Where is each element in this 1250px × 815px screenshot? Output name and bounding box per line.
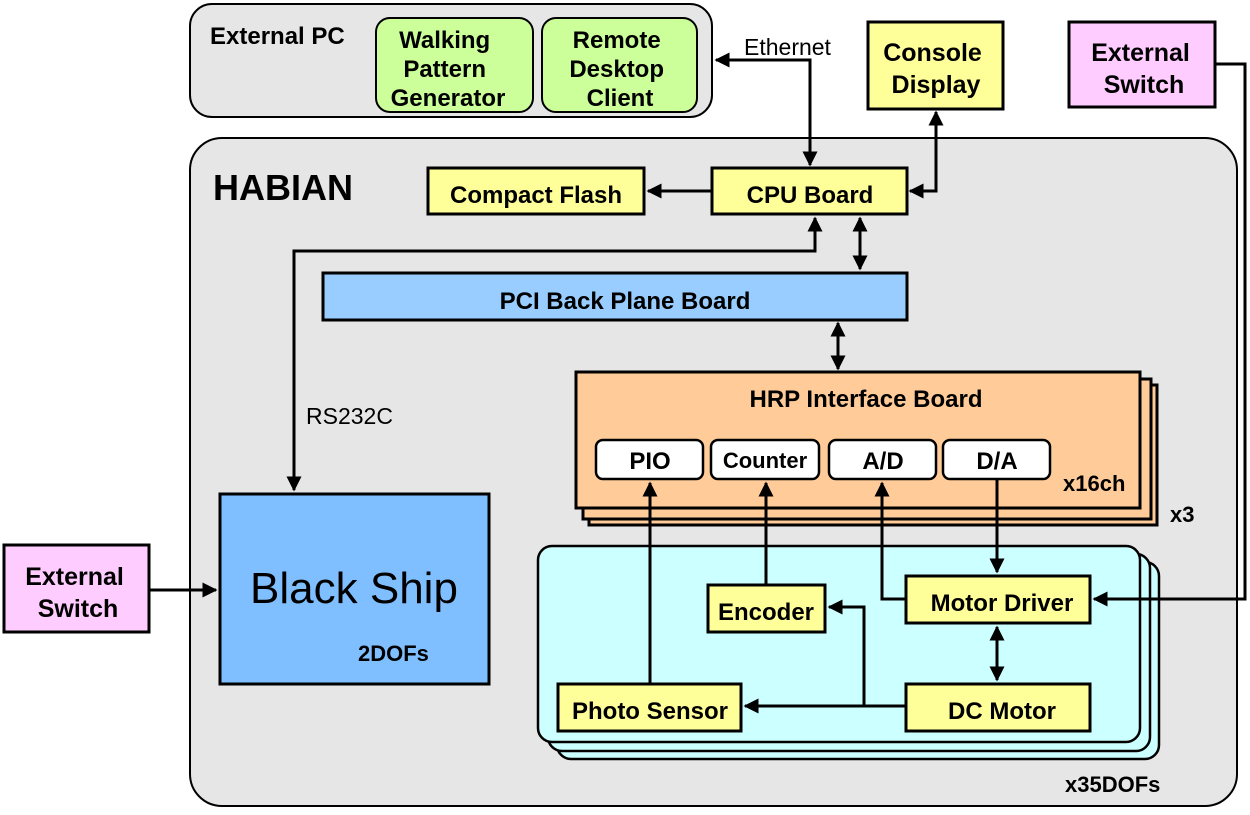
console-display-label: Console Display xyxy=(883,39,989,99)
dc-motor-box xyxy=(904,682,1092,733)
external-pc-label: External PC xyxy=(210,23,345,50)
external-switch-right-label: External Switch xyxy=(1091,39,1197,99)
hrp-interface-board-stack: HRP Interface Board PIO Counter A/D D/A … xyxy=(574,370,1159,527)
photo-sensor-label: Photo Sensor xyxy=(572,698,728,725)
black-ship-box xyxy=(218,492,491,686)
console-display-box xyxy=(866,20,1005,111)
remote-desktop-client-box xyxy=(541,17,698,113)
da-box xyxy=(941,438,1052,481)
cpu-board-label: CPU Board xyxy=(747,182,874,209)
rs232c-connector xyxy=(286,216,823,492)
black-ship-dofs-label: 2DOFs xyxy=(358,641,429,666)
da-label: D/A xyxy=(976,448,1017,475)
hrp-interface-board-label: HRP Interface Board xyxy=(750,386,983,413)
motor-panel-stack: Encoder Motor Driver Photo Sensor DC Mot… xyxy=(536,544,1161,761)
ethernet-label: Ethernet xyxy=(744,34,832,60)
pio-label: PIO xyxy=(629,448,670,475)
dc-motor-label: DC Motor xyxy=(948,698,1056,725)
compact-flash-box xyxy=(426,166,646,216)
external-switch-left-box xyxy=(2,543,151,634)
external-pc-group: External PC Walking Pattern Generator Re… xyxy=(189,3,713,118)
motor-driver-label: Motor Driver xyxy=(931,590,1074,617)
external-switch-left-label: External Switch xyxy=(25,563,131,623)
walking-pattern-generator-box xyxy=(375,17,534,113)
connectors xyxy=(150,52,1247,714)
remote-desktop-client-label: Remote Desktop Client xyxy=(569,27,670,112)
habian-title: HABIAN xyxy=(213,167,353,208)
ad-label: A/D xyxy=(862,448,903,475)
ad-box xyxy=(827,438,938,481)
black-ship-label: Black Ship xyxy=(250,564,458,613)
counter-label: Counter xyxy=(723,448,808,473)
x35dofs-label: x35DOFs xyxy=(1065,772,1160,797)
photo-sensor-box xyxy=(556,682,743,733)
dc-motor-to-encoder-connector xyxy=(827,599,866,706)
motor-driver-box xyxy=(904,574,1092,625)
cpu-to-console-connector xyxy=(908,110,944,199)
walking-pattern-generator-label: Walking Pattern Generator xyxy=(391,27,506,112)
ethernet-connector xyxy=(714,52,818,167)
encoder-box xyxy=(706,583,827,634)
cpu-board-box xyxy=(710,166,909,216)
external-switch-to-motor-driver-connector xyxy=(1092,62,1247,607)
x16ch-label: x16ch xyxy=(1063,471,1125,496)
pci-back-plane-label: PCI Back Plane Board xyxy=(500,288,751,315)
motor-driver-to-ad-connector xyxy=(874,481,905,601)
external-switch-right-box xyxy=(1067,20,1217,109)
compact-flash-label: Compact Flash xyxy=(450,182,622,209)
encoder-label: Encoder xyxy=(718,599,814,626)
x3-label: x3 xyxy=(1170,502,1194,527)
rs232c-label: RS232C xyxy=(306,403,393,429)
